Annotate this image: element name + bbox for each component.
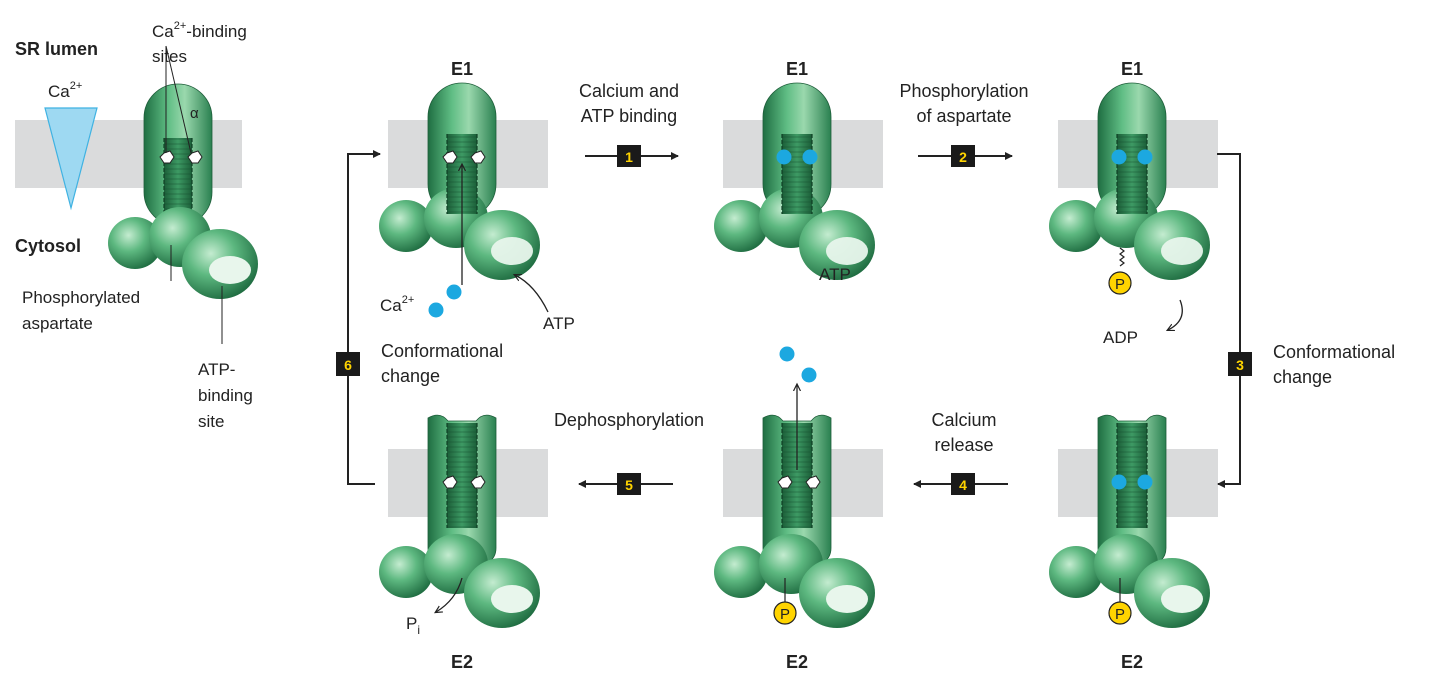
atp-site-label-line2: binding — [198, 386, 253, 405]
pump-e1-bound — [713, 82, 876, 281]
step-6-label-line2: change — [381, 366, 440, 386]
step-3-label-line1: Conformational — [1273, 342, 1395, 362]
binding-sites-label-line2: sites — [152, 47, 187, 66]
ca-ion-label: Ca2+ — [380, 294, 414, 315]
state-label-e2-a: E2 — [451, 652, 473, 672]
pump-e2-dephosphorylated — [379, 414, 540, 628]
phosphate-bottom-middle: P — [773, 578, 797, 625]
free-calcium-2 — [428, 302, 444, 318]
pi-release-arrow — [436, 577, 463, 612]
step-3-badge: 3 — [1228, 352, 1252, 376]
step-2-badge: 2 — [951, 145, 975, 167]
svg-text:6: 6 — [344, 357, 352, 373]
svg-text:P: P — [780, 606, 790, 623]
legend-ca-label: Ca2+ — [48, 80, 82, 101]
cytosol-label: Cytosol — [15, 236, 81, 256]
svg-text:P: P — [1115, 276, 1125, 293]
svg-text:1: 1 — [625, 149, 633, 165]
svg-text:3: 3 — [1236, 357, 1244, 373]
atp-bound-label: ATP — [819, 265, 851, 284]
bound-calcium-1 — [1111, 149, 1127, 165]
released-calcium-1 — [779, 346, 795, 362]
svg-text:4: 4 — [959, 477, 967, 493]
step-6-badge: 6 — [336, 352, 360, 376]
bound-calcium-1 — [776, 149, 792, 165]
empty-site-1 — [442, 150, 458, 164]
atp-site-label-line3: site — [198, 412, 224, 431]
phosphate-bottom-right: P — [1108, 578, 1132, 625]
atp-site-label-line1: ATP- — [198, 360, 235, 379]
step-1-badge: 1 — [617, 145, 641, 167]
atp-label: ATP — [543, 314, 575, 333]
step-3-label-line2: change — [1273, 367, 1332, 387]
adp-release-arrow — [1168, 299, 1183, 330]
calcium-gradient-triangle — [44, 107, 98, 211]
atp-binding-arrow — [515, 275, 549, 313]
svg-text:P: P — [1115, 606, 1125, 623]
state-label-e1-c: E1 — [1121, 59, 1143, 79]
step-3-arrow — [1217, 153, 1241, 488]
legend-binding-site-1 — [159, 150, 175, 164]
legend-panel: SR lumen Cytosol Ca2+ Ca2+-binding sites… — [15, 20, 258, 431]
step-5-label: Dephosphorylation — [554, 410, 704, 430]
state-label-e2-b: E2 — [786, 652, 808, 672]
adp-label: ADP — [1103, 328, 1138, 347]
free-calcium-1 — [446, 284, 462, 300]
step-4-label-line2: release — [934, 435, 993, 455]
step-2-label-line2: of aspartate — [916, 106, 1011, 126]
phosphate-top-right: P — [1108, 271, 1132, 295]
bound-calcium-2 — [802, 149, 818, 165]
pump-e2-releasing — [714, 414, 875, 628]
step-4-label-line1: Calcium — [931, 410, 996, 430]
phospho-label-line2: aspartate — [22, 314, 93, 333]
legend-pump — [108, 83, 258, 299]
legend-binding-site-2 — [187, 150, 203, 164]
pump-e2-loaded — [1049, 414, 1210, 628]
alpha-label: α — [190, 105, 199, 122]
released-calcium-2 — [801, 367, 817, 383]
bound-calcium-2 — [1137, 149, 1153, 165]
binding-leader-2 — [165, 45, 192, 154]
step-6-label-line1: Conformational — [381, 341, 503, 361]
state-label-e1-b: E1 — [786, 59, 808, 79]
state-label-e2-c: E2 — [1121, 652, 1143, 672]
sr-lumen-label: SR lumen — [15, 39, 98, 59]
step-1-label-line2: ATP binding — [581, 106, 677, 126]
empty-site-2 — [470, 150, 486, 164]
binding-sites-label-line1: Ca2+-binding — [152, 20, 247, 41]
step-6-arrow — [347, 150, 381, 485]
step-1-label-line1: Calcium and — [579, 81, 679, 101]
phospho-label-line1: Phosphorylated — [22, 288, 140, 307]
pump-e1-phosphorylated — [1048, 82, 1211, 281]
svg-text:2: 2 — [959, 149, 967, 165]
step-5-badge: 5 — [617, 473, 641, 495]
svg-text:5: 5 — [625, 477, 633, 493]
state-label-e1-a: E1 — [451, 59, 473, 79]
step-4-badge: 4 — [951, 473, 975, 495]
pi-label: Pi — [406, 614, 420, 637]
step-2-label-line1: Phosphorylation — [899, 81, 1028, 101]
